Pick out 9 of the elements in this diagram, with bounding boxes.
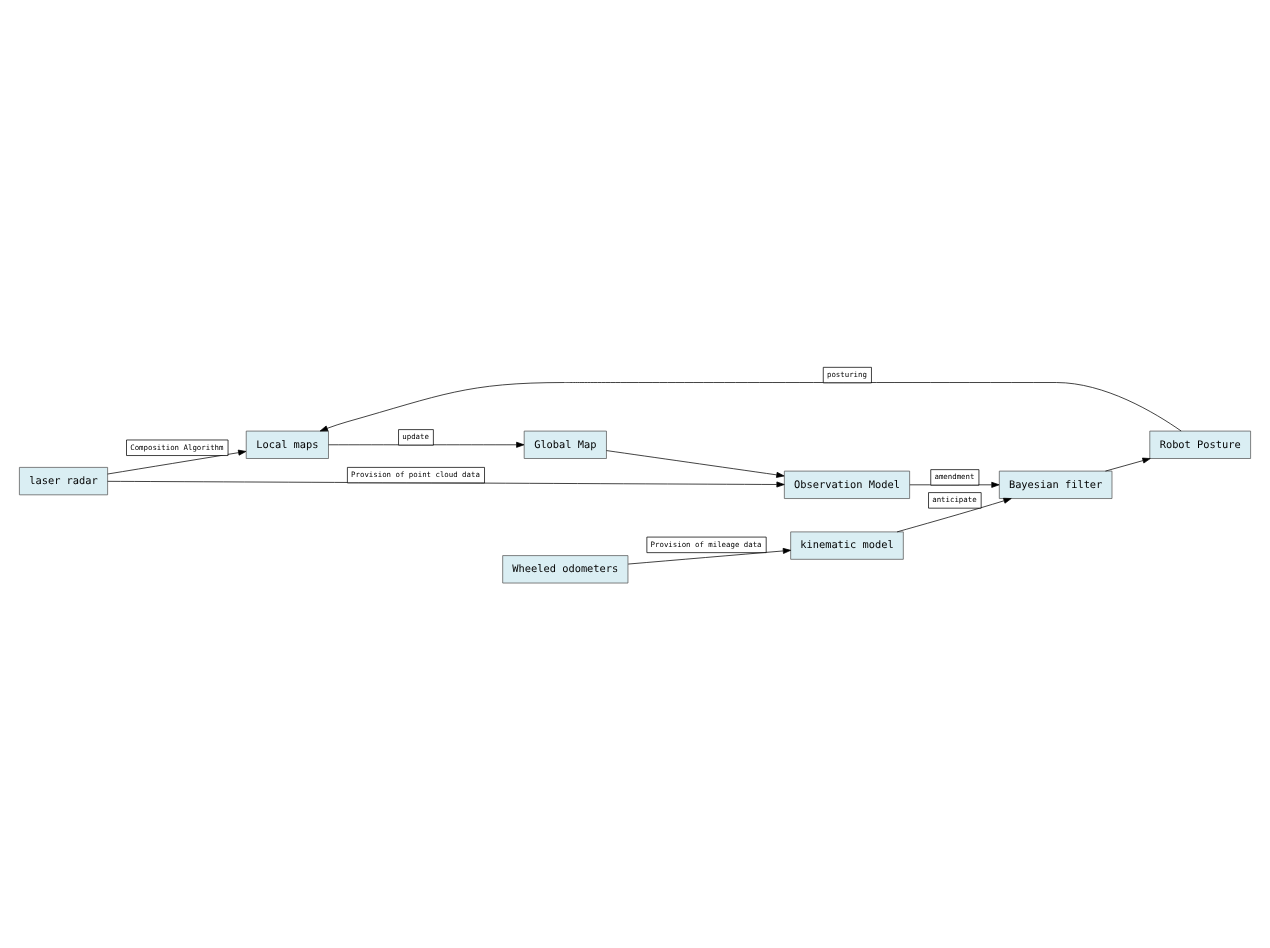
- arrow: [896, 496, 1012, 532]
- arrow: [328, 440, 525, 447]
- arrow: [319, 381, 1182, 431]
- arrow: [627, 547, 791, 564]
- arrow: [1105, 456, 1151, 471]
- arrow: [107, 448, 247, 474]
- arrow: [909, 480, 1000, 487]
- arrow: [606, 449, 785, 477]
- arrow: [107, 479, 785, 487]
